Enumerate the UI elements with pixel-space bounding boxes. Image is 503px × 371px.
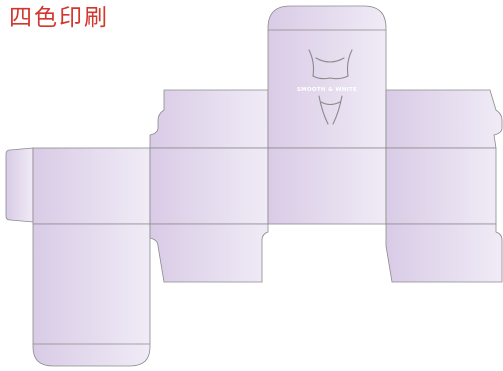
dust-flap-bottom-right [385,223,503,283]
brand-text: SMOOTH & WHITE [297,87,357,93]
back-panel [267,147,387,225]
side-panel-right [385,147,497,225]
side-panel-left [32,147,151,225]
glue-flap [5,147,34,223]
dust-flap-top-right [385,89,503,149]
page-title: 四色印刷 [9,5,109,31]
front-panel [149,147,269,225]
bottom-flap [32,223,151,367]
dust-flap-top-left [149,89,269,149]
top-tuck-flap [267,5,387,149]
brand-logo [308,49,353,125]
dust-flap-bottom-left [149,223,269,283]
